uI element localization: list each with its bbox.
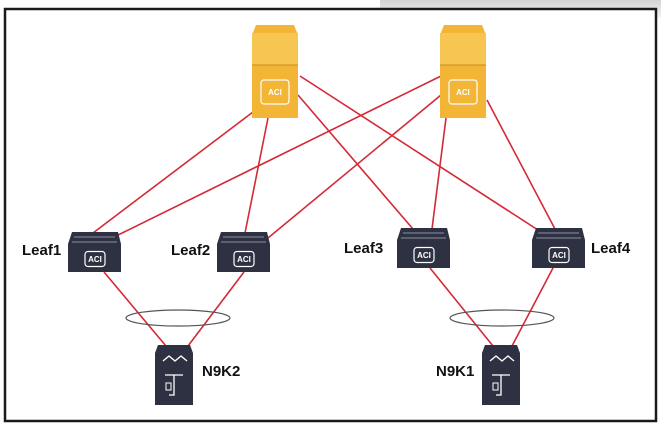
leaf-label: Leaf1 <box>22 242 61 259</box>
leaf-switch-1-icon[interactable]: ACI <box>68 232 121 272</box>
link-spine2-Leaf4 <box>486 99 556 230</box>
spine1-aci-spine-switch-icon[interactable]: ACI <box>252 25 298 118</box>
leaf-label: Leaf4 <box>591 240 631 257</box>
leaf-label: Leaf3 <box>344 240 383 257</box>
link-spine1-Leaf1 <box>92 111 254 234</box>
diagram-frame <box>3 7 658 423</box>
svg-text:ACI: ACI <box>456 88 470 97</box>
link-Leaf2-N9K2 <box>187 271 245 347</box>
host-label: N9K2 <box>202 363 240 380</box>
spine2-aci-spine-switch-icon[interactable]: ACI <box>440 25 486 118</box>
leaf-switch-3-icon[interactable]: ACI <box>397 228 450 268</box>
link-spine1-Leaf4 <box>299 75 539 231</box>
n9k1-nexus-switch-icon[interactable] <box>482 345 520 405</box>
n9k2-nexus-switch-icon[interactable] <box>155 345 193 405</box>
link-Leaf4-N9K1 <box>511 267 554 347</box>
link-Leaf1-N9K2 <box>103 271 167 347</box>
svg-text:ACI: ACI <box>552 251 566 260</box>
port-channel-ellipse <box>449 309 555 327</box>
svg-text:ACI: ACI <box>237 255 251 264</box>
svg-text:ACI: ACI <box>417 251 431 260</box>
link-spine1-Leaf3 <box>297 94 414 230</box>
svg-text:ACI: ACI <box>268 88 282 97</box>
link-spine2-Leaf2 <box>267 94 442 239</box>
port-channel-ellipse <box>125 309 231 327</box>
leaf-switch-2-icon[interactable]: ACI <box>217 232 270 272</box>
link-spine2-Leaf1 <box>115 75 442 237</box>
link-Leaf3-N9K1 <box>429 267 494 347</box>
link-spine2-Leaf3 <box>431 117 447 230</box>
leaf-switch-4-icon[interactable]: ACI <box>532 228 585 268</box>
leaf-label: Leaf2 <box>171 242 210 259</box>
host-label: N9K1 <box>436 363 474 380</box>
svg-text:ACI: ACI <box>88 255 102 264</box>
link-spine1-Leaf2 <box>244 117 269 234</box>
